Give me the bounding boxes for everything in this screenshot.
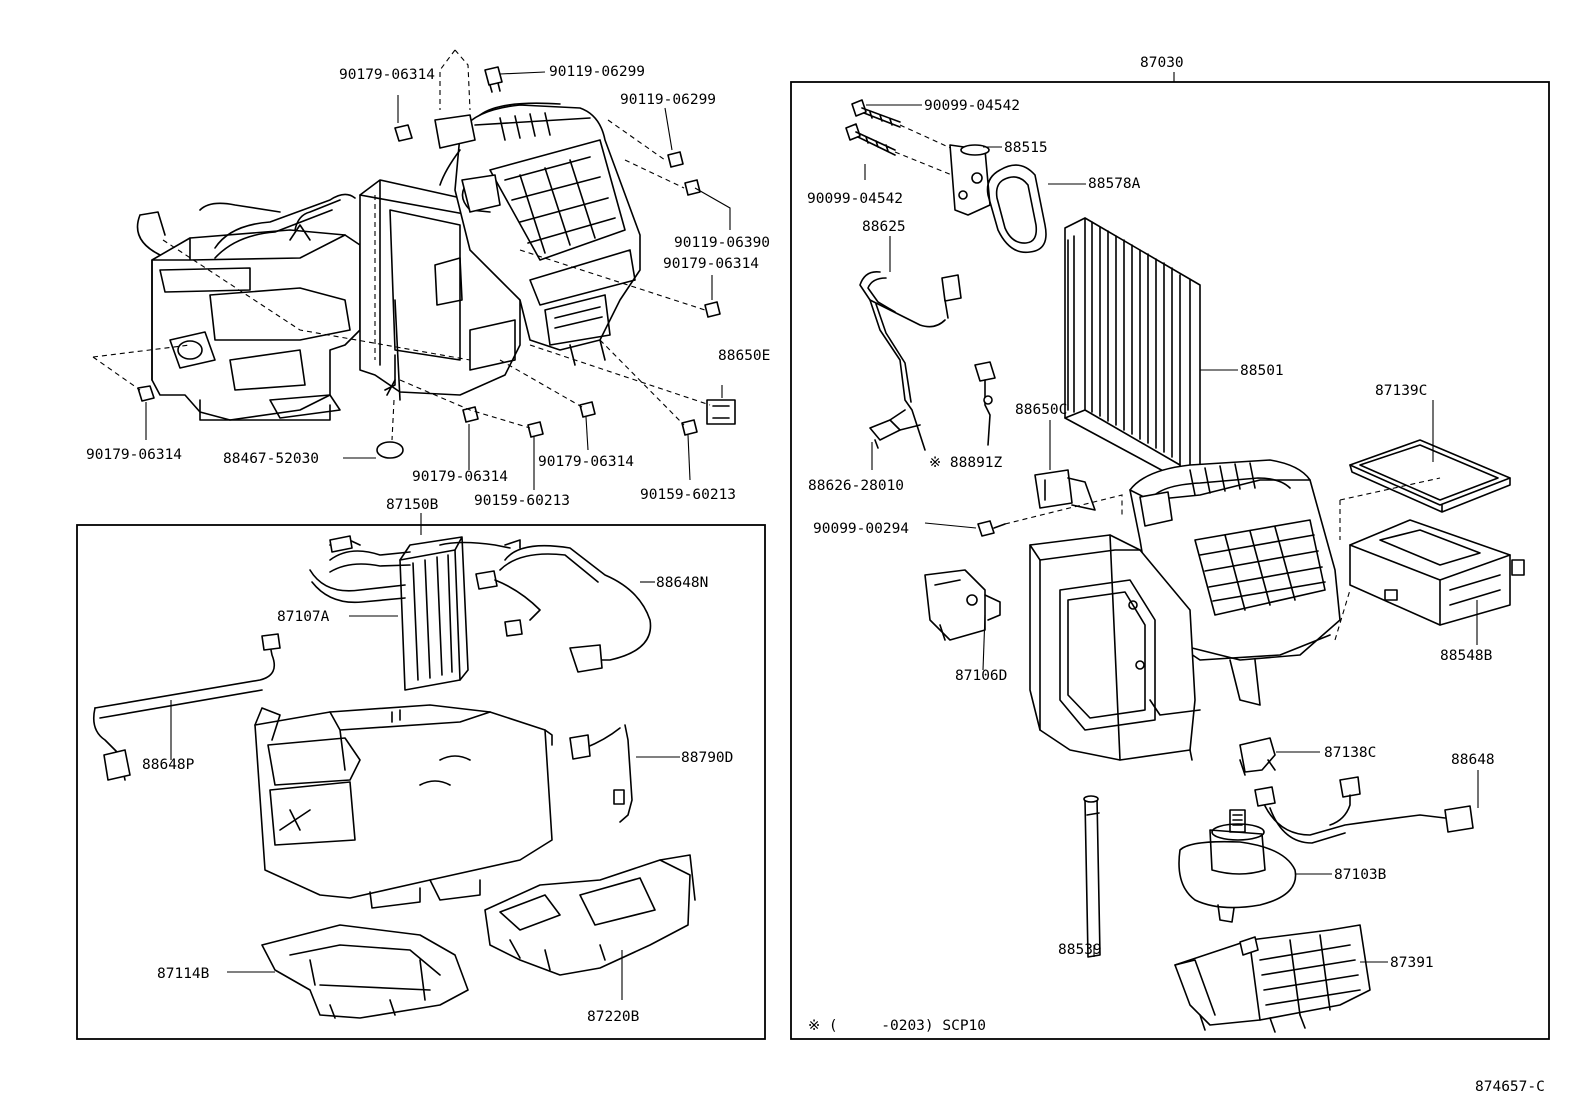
label-90099-04542-b: 90099-04542 xyxy=(807,191,903,207)
label-87114B: 87114B xyxy=(157,966,210,982)
label-90099-04542-a: 90099-04542 xyxy=(924,98,1020,114)
right-section-frame xyxy=(790,81,1550,1040)
label-88650C: 88650C xyxy=(1015,402,1067,418)
label-87139C: 87139C xyxy=(1375,383,1427,399)
sensor-harness-88648P xyxy=(92,633,281,781)
connector-88650C xyxy=(1034,469,1096,511)
lower-cover-87114B xyxy=(261,924,469,1019)
label-87103B: 87103B xyxy=(1334,867,1387,883)
expansion-valve-88515 xyxy=(949,144,991,216)
clip-88626-28010 xyxy=(869,409,921,449)
label-88548B: 88548B xyxy=(1440,648,1493,664)
case-87391 xyxy=(1174,924,1371,1033)
label-88501: 88501 xyxy=(1240,363,1284,379)
label-88539: 88539 xyxy=(1058,942,1102,958)
upper-leader-lines xyxy=(145,71,731,490)
upper-dashed-lines xyxy=(92,49,711,441)
label-90179-06314-c: 90179-06314 xyxy=(86,447,182,463)
label-90179-06314-a: 90179-06314 xyxy=(339,67,435,83)
right-labels: 90099-04542 88515 90099-04542 88578A 886… xyxy=(807,98,1495,971)
label-87107A: 87107A xyxy=(277,609,330,625)
pipe-88539 xyxy=(1083,795,1101,958)
label-90179-06314-b: 90179-06314 xyxy=(663,256,759,272)
heater-case-lower xyxy=(254,704,553,909)
label-90179-06314-d: 90179-06314 xyxy=(412,469,508,485)
harness-88648 xyxy=(1254,776,1474,844)
lower-blower-case xyxy=(1029,534,1261,761)
label-88648N: 88648N xyxy=(656,575,708,591)
upper-labels: 90179-06314 90119-06299 90119-06299 9011… xyxy=(86,64,770,509)
o-ring-88578A xyxy=(986,164,1047,254)
label-88467-52030: 88467-52030 xyxy=(223,451,319,467)
label-90159-60213-a: 90159-60213 xyxy=(474,493,570,509)
label-90119-06390: 90119-06390 xyxy=(674,235,770,251)
right-leader-lines xyxy=(864,104,1479,963)
upper-heater-unit-assembly xyxy=(136,102,641,421)
evaporator-88501 xyxy=(1064,217,1201,481)
label-90179-06314-e: 90179-06314 xyxy=(538,454,634,470)
label-87138C: 87138C xyxy=(1324,745,1376,761)
label-90119-06299-a: 90119-06299 xyxy=(549,64,645,80)
resistor-87138C xyxy=(1239,737,1276,776)
label-88626-28010: 88626-28010 xyxy=(808,478,904,494)
label-88648P: 88648P xyxy=(142,757,195,773)
heater-core-assembly xyxy=(309,535,521,691)
lower-left-labels: 88648N 87107A 88648P 88790D 87114B 87220… xyxy=(142,575,733,1025)
label-87030-title: 87030 xyxy=(1140,55,1184,71)
label-88578A: 88578A xyxy=(1088,176,1141,192)
label-88515: 88515 xyxy=(1004,140,1048,156)
label-88648: 88648 xyxy=(1451,752,1495,768)
label-88891Z: ※ 88891Z xyxy=(929,455,1003,471)
blower-motor-87103B xyxy=(1178,809,1297,923)
label-88625: 88625 xyxy=(862,219,906,235)
label-90159-60213-b: 90159-60213 xyxy=(640,487,736,503)
wire-harness-88648N xyxy=(475,544,652,673)
label-88790D: 88790D xyxy=(681,750,733,766)
upper-hardware xyxy=(137,66,736,459)
label-87391: 87391 xyxy=(1390,955,1434,971)
filter-87139C xyxy=(1349,439,1511,513)
screw-90099-00294 xyxy=(977,494,1123,537)
label-88650E: 88650E xyxy=(718,348,770,364)
servo-87106D xyxy=(924,569,1001,641)
label-90099-00294: 90099-00294 xyxy=(813,521,909,537)
duct-87220B xyxy=(484,854,696,976)
label-87150B-title: 87150B xyxy=(386,497,439,513)
drawing-number: 874657-C xyxy=(1475,1079,1545,1095)
label-90119-06299-b: 90119-06299 xyxy=(620,92,716,108)
label-87220B: 87220B xyxy=(587,1009,640,1025)
applicability-note: ※ ( -0203) SCP10 xyxy=(808,1018,986,1034)
sensor-88790D xyxy=(569,724,633,823)
filter-case-88548B xyxy=(1334,477,1525,641)
sensor-88891Z xyxy=(974,361,996,446)
harness-88625 xyxy=(859,270,962,451)
label-87106D: 87106D xyxy=(955,668,1007,684)
bolts-90099-04542 xyxy=(845,99,956,176)
lower-left-leader-lines xyxy=(170,581,680,1000)
